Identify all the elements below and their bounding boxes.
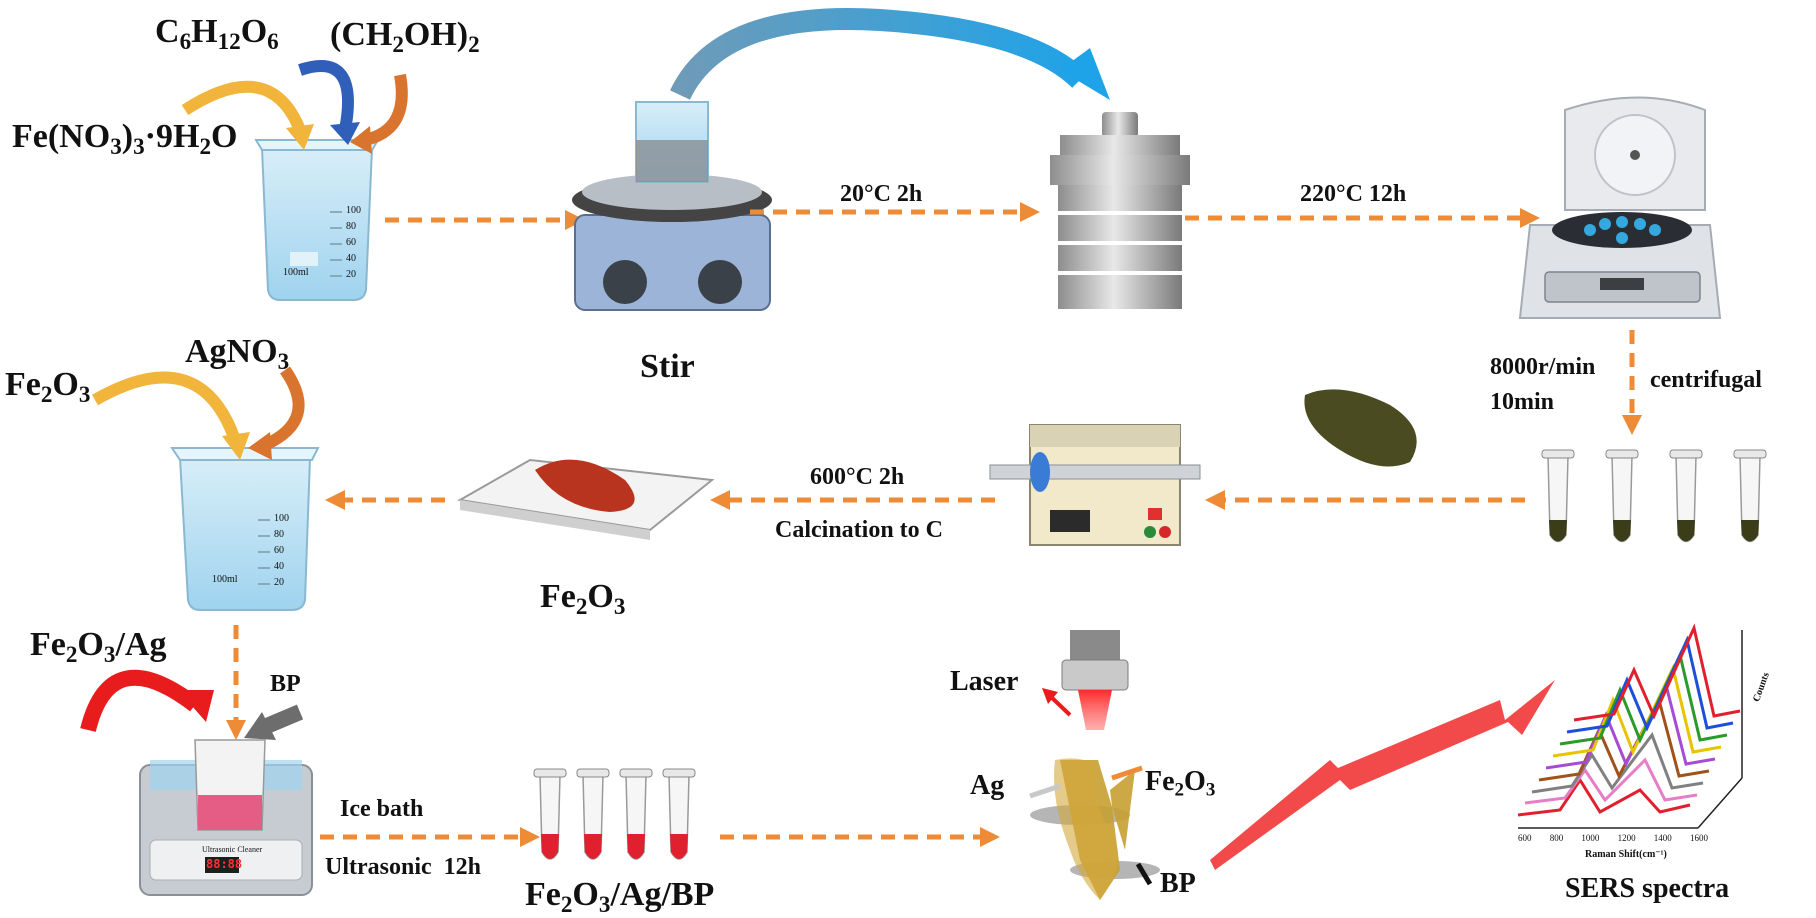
step-20c-label: 20°C 2h xyxy=(840,181,923,207)
sers-tick: 1400 xyxy=(1653,833,1672,843)
sers-tick: 1600 xyxy=(1689,833,1708,843)
bp-reagent-label: BP xyxy=(270,671,301,697)
fe2o3-laser-label: Fe2O3 xyxy=(1145,766,1216,801)
beaker-1-volume: 100ml xyxy=(283,267,309,278)
beaker-2-mark-80: 80 xyxy=(274,529,284,540)
ultrasonic-label: Ultrasonic 12h xyxy=(325,854,481,880)
centrifugal-label: centrifugal xyxy=(1650,367,1762,393)
fe2o3-pointer-icon xyxy=(1111,765,1143,781)
tube xyxy=(1605,449,1639,543)
beaker-1-mark-100: 100 xyxy=(346,205,361,216)
beaker-1-mark-60: 60 xyxy=(346,237,356,248)
tube xyxy=(576,768,610,860)
iron-nitrate-formula: Fe(NO3)3·9H2O xyxy=(12,118,238,160)
fe2o3-reagent-label: Fe2O3 xyxy=(5,366,91,408)
cleaner-brand: Ultrasonic Cleaner xyxy=(202,845,263,854)
centrifuge-speed: 8000r/min xyxy=(1490,354,1596,380)
tube-furnace xyxy=(989,424,1201,546)
autoclave xyxy=(1050,112,1190,309)
ag-label: Ag xyxy=(970,770,1005,801)
laser-label: Laser xyxy=(950,666,1019,697)
dark-powder-pile xyxy=(1304,389,1417,467)
sers-x-ticks: 600 800 1000 1200 1400 1600 xyxy=(1518,834,1708,843)
beaker-2 xyxy=(170,447,320,611)
sers-tick: 600 xyxy=(1518,833,1532,843)
calcination-label: Calcination to C xyxy=(775,517,943,543)
transfer-arrow-icon xyxy=(670,7,1088,101)
bp-pointer-icon xyxy=(1135,862,1153,886)
sers-tick: 1000 xyxy=(1581,833,1600,843)
stir-label: Stir xyxy=(640,348,695,385)
glycol-formula: (CH2OH)2 xyxy=(330,16,480,58)
iron-nitrate-arrow-icon xyxy=(181,80,306,133)
sers-x-label: Raman Shift(cm⁻¹) xyxy=(1585,849,1667,860)
sers-spectra-plot xyxy=(1517,623,1743,829)
fe2o3-product-label: Fe2O3 xyxy=(540,578,626,620)
step-220c-label: 220°C 12h xyxy=(1300,181,1407,207)
ag-arrow-icon xyxy=(1029,783,1061,799)
beaker-1-scale xyxy=(330,211,342,277)
fe2o3-ag-arrow-icon xyxy=(80,669,200,733)
centrifuge-time: 10min xyxy=(1490,389,1555,415)
glycol-arrow-icon xyxy=(363,73,408,146)
tube xyxy=(1733,449,1767,543)
lightning-arrow-icon xyxy=(1210,680,1555,870)
fe2o3-arrow-icon xyxy=(92,371,241,443)
tubes-dark xyxy=(1541,449,1767,543)
magnetic-stirrer xyxy=(572,101,772,311)
tubes-red xyxy=(533,768,696,860)
glucose-formula: C6H12O6 xyxy=(155,13,279,55)
beaker-2-mark-100: 100 xyxy=(274,513,289,524)
glucose-arrow-icon xyxy=(298,60,354,132)
tube xyxy=(533,768,567,860)
sers-tick: 800 xyxy=(1549,833,1564,843)
ultrasonic-cleaner xyxy=(139,739,313,896)
beaker-2-mark-40: 40 xyxy=(274,561,284,572)
beaker-1-mark-40: 40 xyxy=(346,253,356,264)
beaker-2-mark-60: 60 xyxy=(274,545,284,556)
laser-head xyxy=(1061,630,1129,730)
sers-tick: 1200 xyxy=(1617,833,1636,843)
tube xyxy=(1541,449,1575,543)
tray-fe2o3 xyxy=(457,458,715,540)
tube xyxy=(662,768,696,860)
calcination-temp: 600°C 2h xyxy=(810,464,905,490)
final-product-label: Fe2O3/Ag/BP xyxy=(525,876,715,918)
cleaner-display: 88:88 xyxy=(206,857,243,871)
bp-laser-label: BP xyxy=(1160,868,1196,899)
tube xyxy=(619,768,653,860)
beaker-2-volume: 100ml xyxy=(212,574,238,585)
agno3-reagent-label: AgNO3 xyxy=(185,333,290,375)
agno3-arrow-icon xyxy=(262,366,305,451)
nanostructure xyxy=(1030,758,1160,900)
tube xyxy=(1669,449,1703,543)
fe2o3-ag-label: Fe2O3/Ag xyxy=(30,626,167,668)
centrifuge xyxy=(1518,96,1722,319)
beaker-2-mark-20: 20 xyxy=(274,577,284,588)
ice-bath-label: Ice bath xyxy=(340,796,424,822)
beaker-1-mark-80: 80 xyxy=(346,221,356,232)
sers-title: SERS spectra xyxy=(1565,873,1730,904)
beaker-1 xyxy=(254,139,380,301)
beaker-1-mark-20: 20 xyxy=(346,269,356,280)
